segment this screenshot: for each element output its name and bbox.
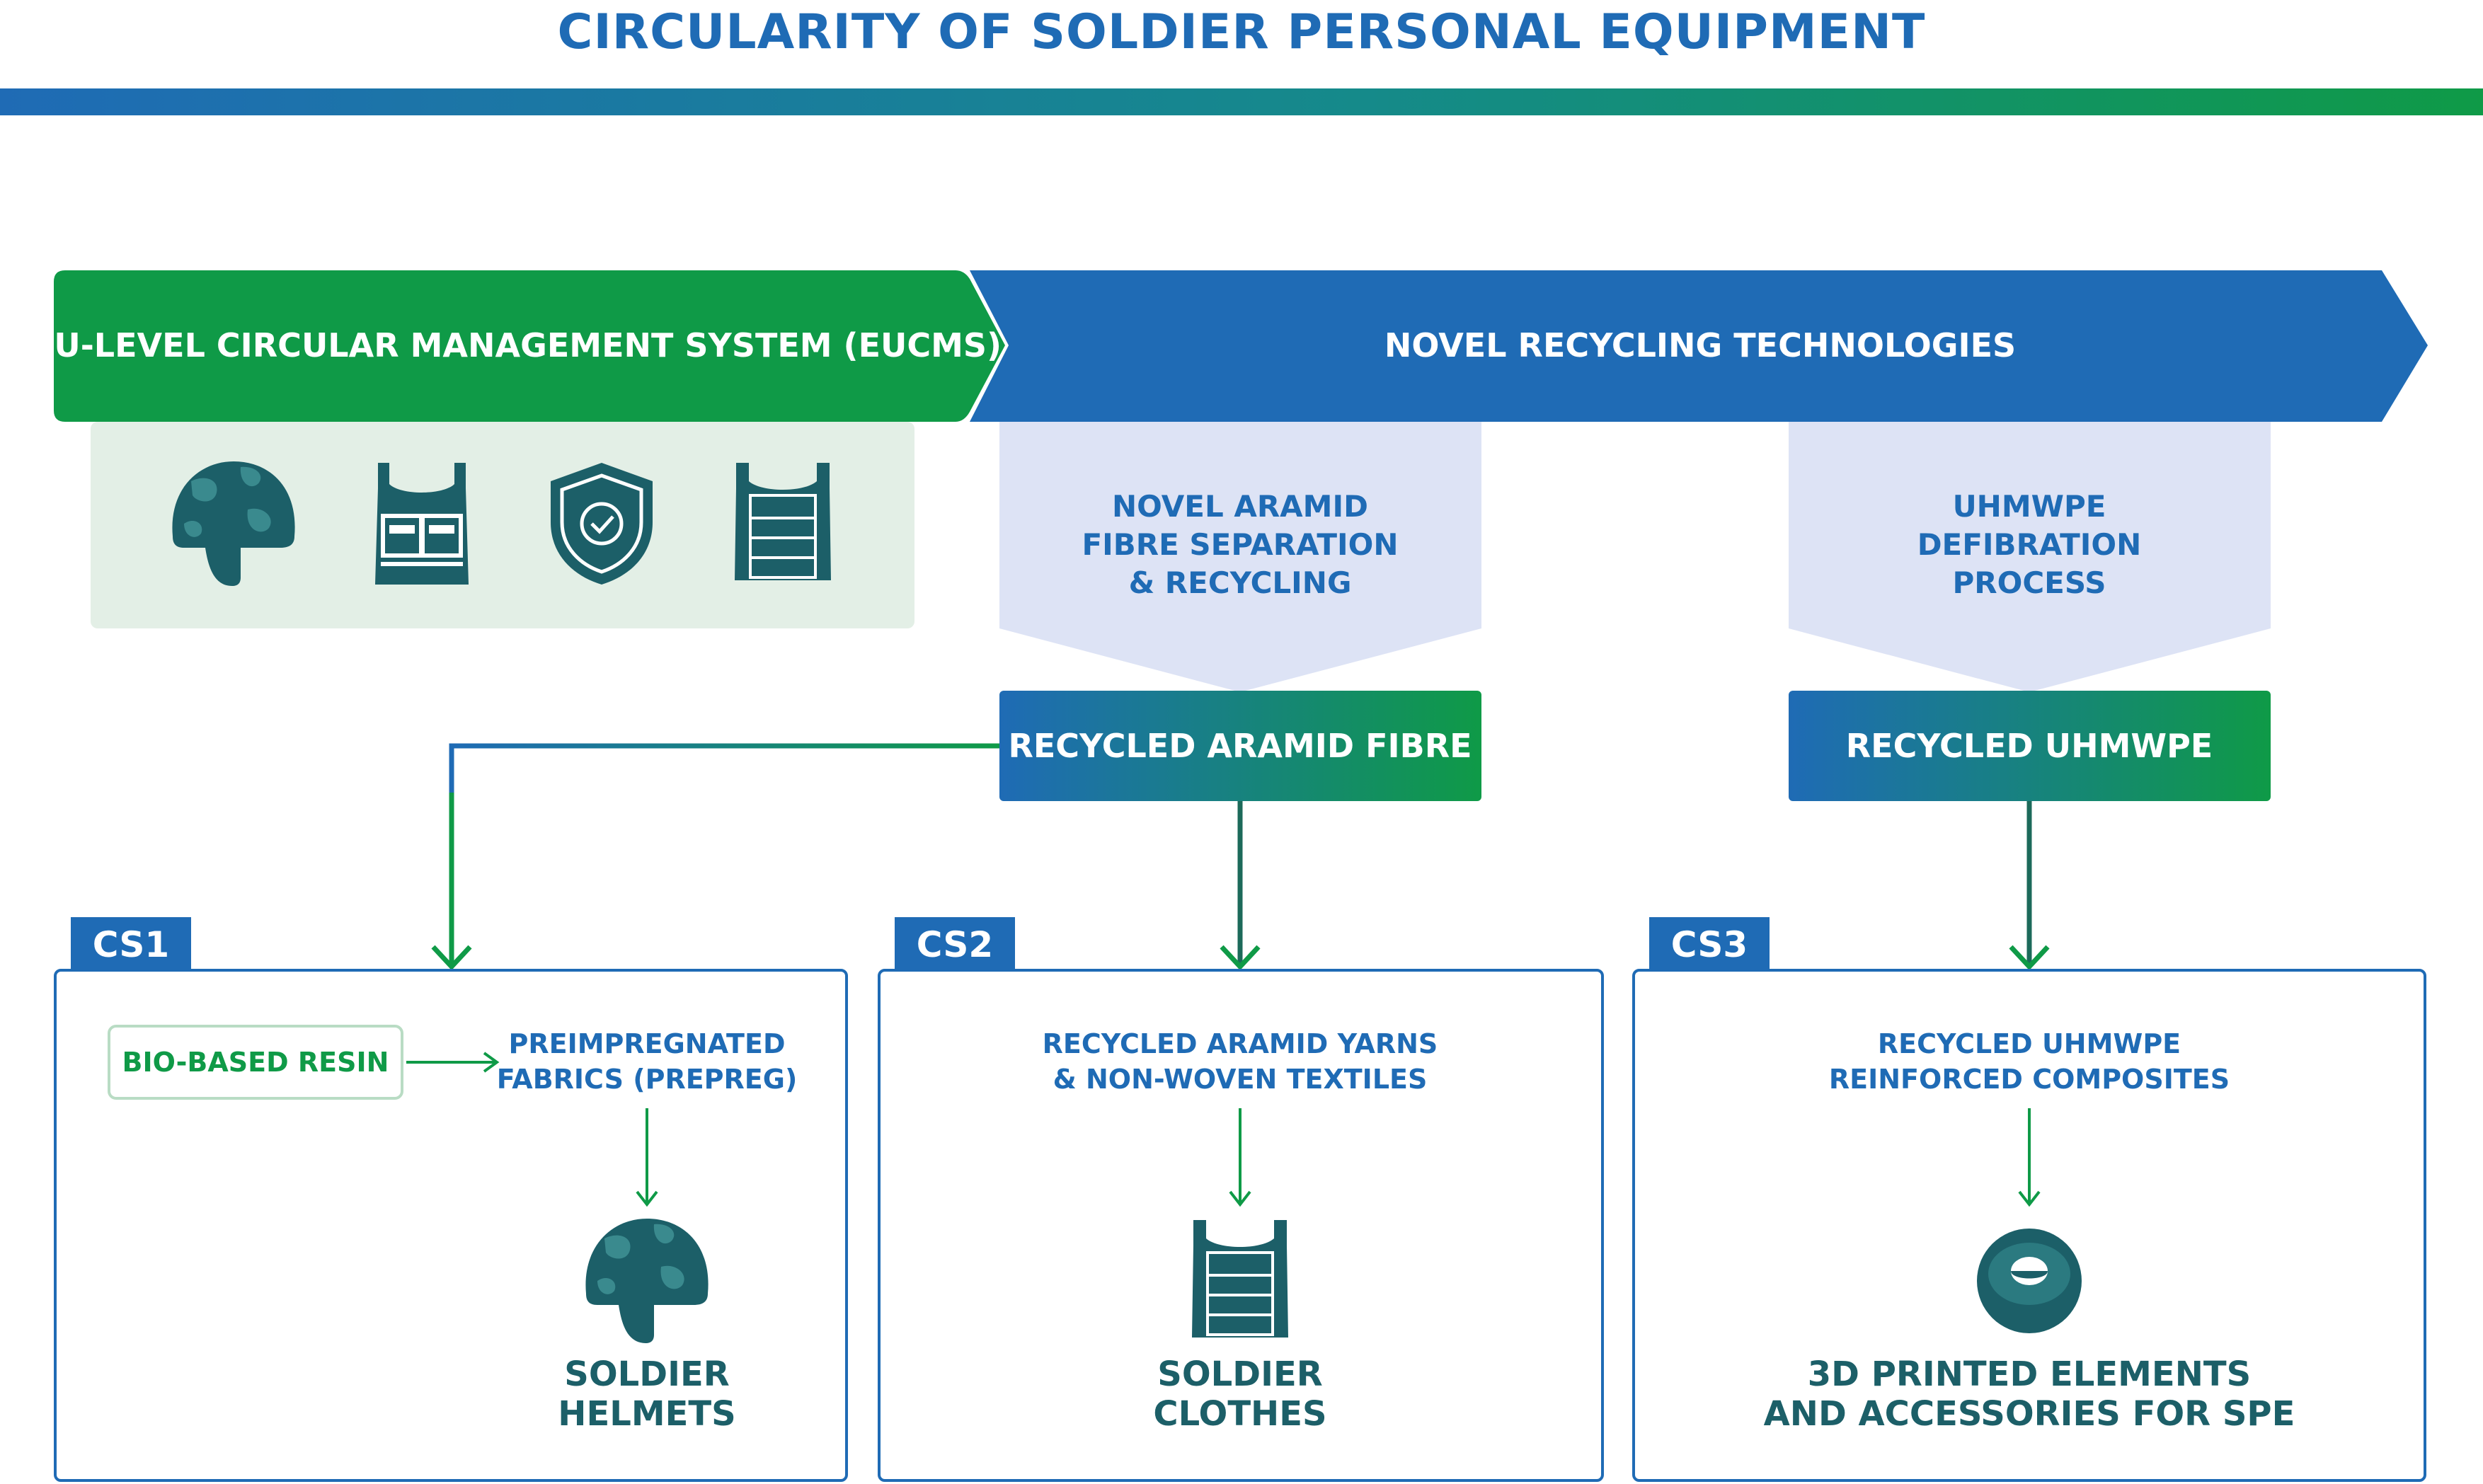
arrow-head-cs2 [1220,945,1261,971]
cs2-tag [895,917,1015,970]
process-uhmwpe-line-3: PROCESS [1953,565,2106,600]
eucms-banner [54,270,1005,422]
cs3-product-line-2: AND ACCESSORIES FOR SPE [1764,1394,2295,1434]
vest-icon [375,463,469,585]
title-gradient-bar [0,88,2483,115]
process-aramid-line-2: FIBRE SEPARATION [1082,527,1398,562]
cs3-material-line-1: RECYCLED UHMWPE [1878,1028,2181,1059]
novel-recycling-label: NOVEL RECYCLING TECHNOLOGIES [1384,326,2016,364]
novel-recycling-banner [970,270,2428,422]
bio-based-resin-label: BIO-BASED RESIN [122,1047,389,1078]
cs3-box [1632,969,2426,1482]
process-uhmwpe-line-2: DEFIBRATION [1917,527,2142,562]
recycled-aramid-fibre-box [999,691,1481,801]
bio-based-resin-box [108,1025,403,1100]
process-uhmwpe-box [1789,422,2271,692]
cs1-product-line-2: HELMETS [558,1394,735,1434]
prepreg-line-2: FABRICS (PREPREG) [497,1064,798,1095]
product-helmet-icon [585,1219,709,1343]
product-vest-icon [1192,1220,1288,1338]
arrow-head-cs1 [431,945,472,971]
cs3-product-line-1: 3D PRINTED ELEMENTS [1808,1354,2251,1394]
shield-check-icon [551,463,653,585]
process-uhmwpe-line-1: UHMWPE [1953,489,2106,524]
cs2-product-line-1: SOLDIER [1157,1354,1322,1394]
cs1-product-line-1: SOLDIER [564,1354,729,1394]
cs1-tag [71,917,191,970]
eucms-label: EU-LEVEL CIRCULAR MANAGEMENT SYSTEM (EUC… [32,326,1002,364]
process-aramid-box [999,422,1481,692]
armor-vest-icon [735,463,831,580]
cs2-product-line-2: CLOTHES [1153,1394,1326,1434]
eucms-icon-panel [91,422,914,628]
recycled-aramid-fibre-label: RECYCLED ARAMID FIBRE [1008,727,1472,765]
recycled-uhmwpe-label: RECYCLED UHMWPE [1846,727,2213,765]
cs3-tag-label: CS3 [1671,924,1748,965]
cs3-tag [1649,917,1770,970]
cs3-material-line-2: REINFORCED COMPOSITES [1829,1064,2230,1095]
cs1-tag-label: CS1 [93,924,169,965]
cs2-tag-label: CS2 [917,924,993,965]
cs2-box [878,969,1604,1482]
cs2-material-line-1: RECYCLED ARAMID YARNS [1043,1028,1438,1059]
prepreg-line-1: PREIMPREGNATED [509,1028,786,1059]
cs2-material-line-2: & NON-WOVEN TEXTILES [1053,1064,1428,1095]
page-title: CIRCULARITY OF SOLDIER PERSONAL EQUIPMEN… [557,4,1926,60]
product-3d-part-icon [1977,1229,2082,1333]
arrow-head-cs3 [2009,945,2050,971]
process-aramid-line-1: NOVEL ARAMID [1112,489,1368,524]
process-aramid-line-3: & RECYCLING [1129,565,1352,600]
helmet-icon [172,461,295,586]
recycled-uhmwpe-box [1789,691,2271,801]
